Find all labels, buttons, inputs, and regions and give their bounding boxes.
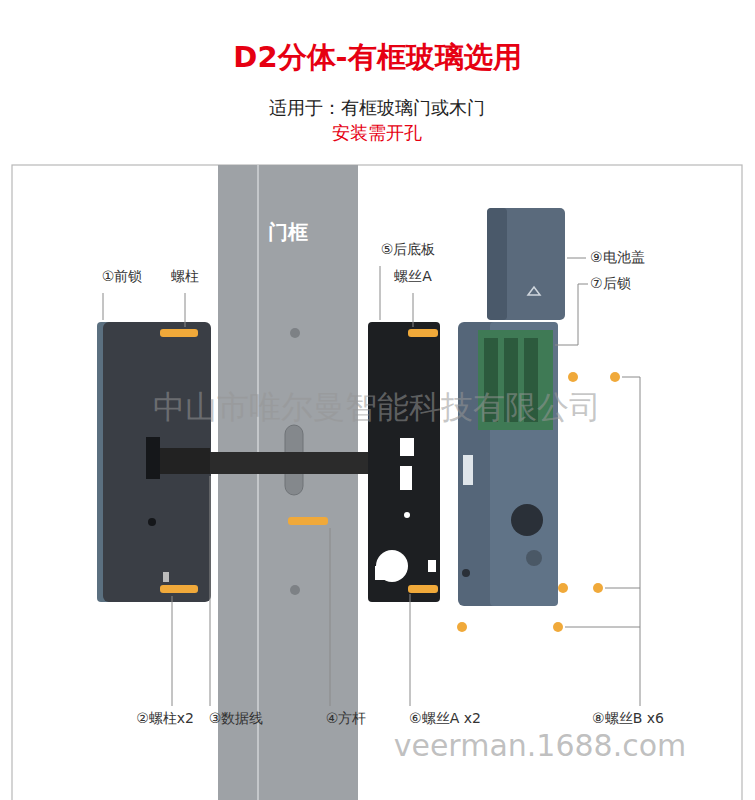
title: D2分体-有框玻璃选用 (0, 38, 755, 78)
part-name: 螺丝A (394, 268, 432, 286)
part-name: ⑧螺丝B x6 (592, 710, 664, 728)
part-name: ②螺柱x2 (136, 710, 194, 728)
part-name: ⑦后锁 (590, 275, 631, 293)
install-note: 安装需开孔 (332, 121, 422, 145)
watermark: 中山市唯尔曼智能科技有限公司 (153, 386, 601, 430)
part-name: ⑨电池盖 (590, 249, 645, 267)
door-frame: 门框 (218, 165, 358, 285)
part-name: ⑤后底板 (381, 241, 436, 259)
part-name: 螺柱 (171, 268, 199, 286)
subtitle: 适用于：有框玻璃门或木门 (269, 96, 485, 120)
part-name: ⑥螺丝A x2 (409, 710, 481, 728)
watermark: veerman.1688.com (394, 728, 687, 763)
part-name: ③数据线 (209, 710, 264, 728)
frame-label: 门框 (218, 219, 358, 246)
part-name: ④方杆 (326, 710, 367, 728)
part-name: ①前锁 (102, 268, 143, 286)
